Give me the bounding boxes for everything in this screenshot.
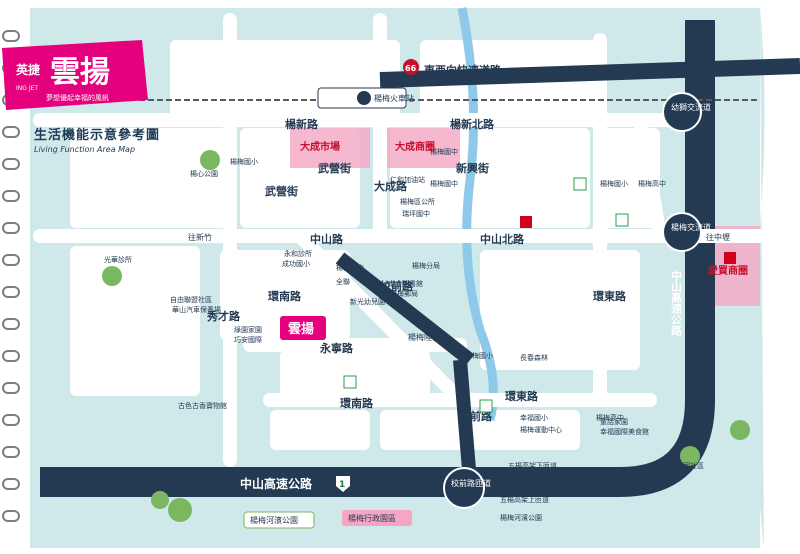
poi-police: 楊梅分局 — [412, 261, 440, 270]
poi-kindergarten: 新光幼兒園 — [350, 297, 385, 306]
poi-clinic-1: 光華診所 — [104, 255, 132, 264]
poi-gas-station: 仁和加油站 — [390, 175, 425, 184]
poi-offramp: 五楊高架下匝道 — [508, 461, 557, 470]
youshi-interchange: 幼獅交流道 — [662, 92, 711, 132]
poi-clinic-2: 永和診所 — [284, 249, 312, 258]
legend-title: 生活機能示意參考圖 Living Function Area Map — [34, 124, 160, 154]
side-label-2: 萬國社區 — [676, 461, 704, 470]
poi-happy-school: 幸福國小 — [520, 413, 548, 422]
svg-text:楊梅交流道: 楊梅交流道 — [671, 222, 711, 232]
road-dacheng: 大成路 — [374, 179, 408, 193]
side-label-1: 楊梅高中 — [596, 413, 624, 422]
road-wuying-v: 武營街 — [265, 184, 298, 198]
seven-eleven-icon — [343, 177, 629, 413]
to-xinfeng-label: 往新竹 — [188, 232, 212, 242]
route-1-badge: 1 — [336, 476, 350, 492]
brand-line1: 英捷 — [16, 62, 41, 77]
svg-text:1: 1 — [339, 480, 345, 490]
road-xiucai: 秀才路 — [206, 309, 241, 323]
road-east-west-expressway: 東西向快速道路 — [424, 63, 502, 77]
label-school-7: 楊梅國小 — [465, 351, 493, 360]
poi-post: 楊梅郵局 — [390, 289, 418, 298]
road-yongning: 永寧路 — [319, 341, 354, 355]
brand-logo: 英捷 雲揚 ING JET 夢想優起幸福的風帆 — [2, 40, 152, 118]
east-west-expressway — [379, 58, 800, 88]
poi-community: 自由聯盟社區 — [170, 295, 212, 304]
highway — [40, 20, 715, 497]
road-zhongshan: 中山路 — [310, 232, 344, 246]
road-xinxing: 新興街 — [456, 161, 489, 175]
label-school-3: 楊梅國小 — [600, 179, 628, 188]
label-school-4: 楊梅國中 — [430, 179, 458, 188]
svg-text:校前路匝道: 校前路匝道 — [451, 478, 491, 488]
dacheng-market-area — [290, 128, 370, 168]
poi-greenhome: 綠園家園 — [234, 325, 262, 334]
brand-tagline: 夢想優起幸福的風帆 — [46, 93, 109, 102]
legend-title-cn: 生活機能示意參考圖 — [34, 128, 161, 143]
mcdonalds-icon — [520, 216, 736, 264]
road-huannan: 環南路 — [340, 396, 374, 410]
route-66-badge: 66 — [403, 59, 419, 75]
poi-garage: 華山汽車保養場 — [172, 305, 221, 314]
dacheng-mall-label: 大成商圈 — [395, 140, 435, 153]
tree-icons — [102, 150, 750, 522]
poi-onramp: 五楊高架上匝道 — [500, 495, 549, 504]
poi-pxmart: 全聯 — [336, 277, 350, 286]
svg-text:楊梅火車站: 楊梅火車站 — [374, 93, 414, 103]
poi-museum: 古色古香寶物館 — [178, 401, 227, 410]
bottom-admin-area: 楊梅行政園區 — [348, 513, 396, 523]
road-huandong-south: 環東路 — [505, 389, 539, 403]
svg-text:幼獅交流道: 幼獅交流道 — [671, 102, 711, 112]
xiaoqian-interchange: 校前路匝道 — [443, 467, 491, 509]
to-zhongli-label: 往中壢 — [706, 232, 730, 242]
bottom-riverside-park: 楊梅河濱公園 — [250, 515, 298, 525]
train-icon — [357, 91, 371, 105]
poi-sports-center: 楊梅運動中心 — [520, 425, 562, 434]
yangmei-mall-label: 愛買商圈 — [708, 264, 748, 277]
road-zhongshan-north: 中山北路 — [480, 232, 525, 246]
legend-title-en: Living Function Area Map — [34, 145, 136, 154]
label-school-8: 瑞坪國中 — [402, 209, 430, 218]
train-station: 楊梅火車站 — [317, 87, 414, 109]
label-school-5: 楊梅高中 — [638, 179, 666, 188]
road-yangxin-north: 楊新北路 — [450, 117, 495, 131]
xiaoqian-road-diagonal — [335, 252, 475, 366]
dacheng-mall-area — [380, 128, 460, 168]
road-xiaoqian-diagonal: 校前路 — [380, 279, 414, 293]
yangmei-interchange: 楊梅交流道 — [662, 212, 711, 252]
poi-district-office: 楊梅區公所 — [400, 197, 435, 206]
poi-fairytale: 童話家園 — [600, 417, 628, 426]
road-huandong-east: 環東路 — [593, 289, 627, 303]
bottom-bridge: 楊梅陸橋 — [408, 332, 440, 342]
brand-sub: ING JET — [16, 85, 38, 92]
label-yangxin-park: 楊心公園 — [190, 169, 218, 178]
label-school-1: 楊梅國小 — [230, 157, 258, 166]
poi-forest: 長春森林 — [520, 353, 548, 362]
road-highway: 中山高速公路 — [240, 476, 313, 491]
road-yangxin: 楊新路 — [285, 117, 319, 131]
poi-school: 成功國小 — [282, 259, 310, 268]
road-highway-vertical: 中山高速公路 — [670, 269, 683, 337]
svg-text:66: 66 — [405, 64, 417, 73]
poi-qiaoan: 巧安國際 — [234, 335, 262, 344]
poi-riverside: 楊梅河濱公園 — [500, 513, 542, 522]
label-school-2: 楊梅國中 — [430, 147, 458, 156]
poi-food-hall: 幸福國際美食館 — [600, 427, 649, 436]
dacheng-market-label: 大成市場 — [300, 140, 340, 153]
svg-text:雲揚: 雲揚 — [288, 321, 314, 337]
brand-line2: 雲揚 — [50, 55, 110, 90]
poi-library: 市立圖書館 — [388, 279, 423, 288]
road-wuying: 武營街 — [318, 161, 351, 175]
label-school-6: 楊梅國中 — [336, 263, 364, 272]
road-huannan-v: 環南路 — [268, 289, 302, 303]
yunyang-site-marker: 雲揚 — [280, 316, 326, 340]
